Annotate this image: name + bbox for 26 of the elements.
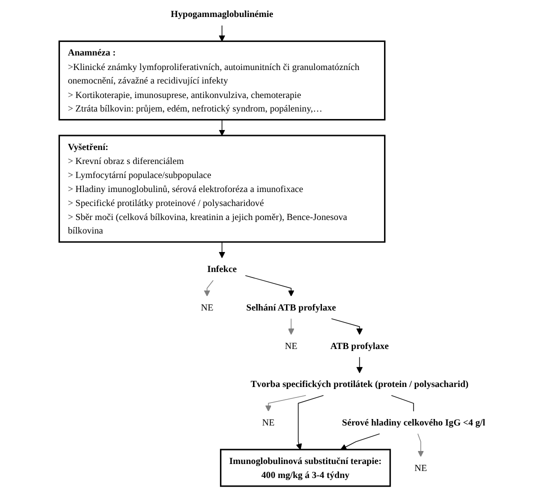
node-text: NE	[284, 340, 298, 351]
node-text: Sérové hladiny celkového IgG <4 g/l	[342, 416, 486, 428]
arrow	[356, 356, 363, 374]
arrow	[296, 395, 324, 450]
arrow	[265, 395, 306, 412]
arrow	[204, 280, 214, 296]
arrow	[218, 25, 226, 42]
arrow	[331, 318, 363, 335]
arrow	[417, 433, 424, 457]
node-text: ATB profylaxe	[330, 340, 389, 351]
arrow	[218, 242, 226, 258]
node-text: Tvorba specifických protilátek (protein / polysacharid)	[250, 378, 469, 390]
node-box	[58, 40, 386, 120]
node-text: NE	[262, 416, 275, 428]
arrow	[340, 433, 380, 450]
node-text: NE	[200, 302, 214, 313]
node-text: Hypogammaglobulinémie	[170, 8, 274, 20]
node-box	[58, 134, 386, 243]
connector	[391, 395, 414, 412]
arrow	[288, 318, 294, 335]
node-text: Infekce	[207, 264, 237, 274]
arrow	[218, 119, 226, 136]
node-box	[220, 448, 391, 487]
node-text: Selhání ATB profylaxe	[246, 302, 336, 313]
node-text: NE	[414, 462, 427, 474]
arrow	[245, 275, 294, 296]
